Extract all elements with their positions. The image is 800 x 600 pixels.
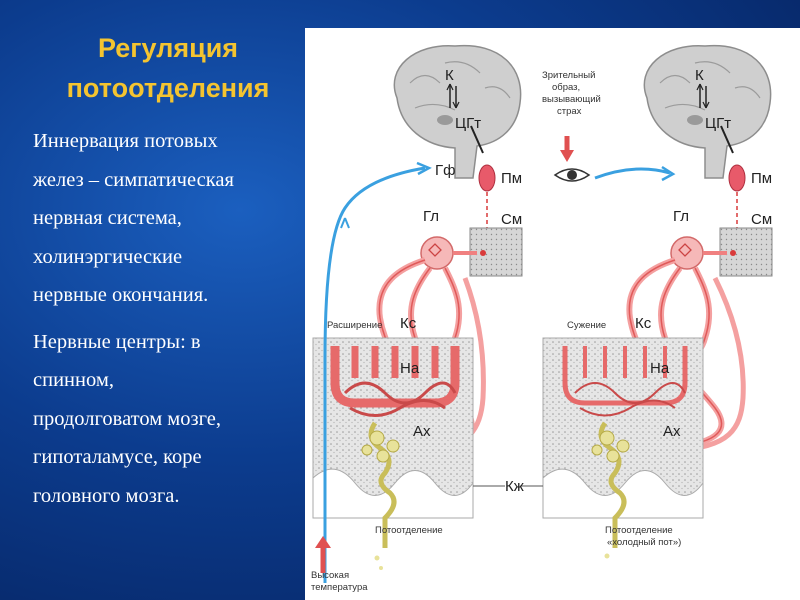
label-ks-right: Кс — [635, 315, 652, 332]
paragraph-centers: Нервные центры: в спинном, продолговатом… — [33, 323, 303, 516]
label-k-right: К — [695, 67, 704, 84]
label-na-right: На — [650, 360, 670, 377]
afferent-nerve-right — [594, 167, 671, 180]
para2-line: продолговатом мозге, — [33, 407, 221, 430]
label-pm: Пм — [501, 170, 522, 187]
para2-line: гипоталамусе, коре — [33, 446, 202, 468]
sweat-gland-right — [591, 421, 630, 559]
para2-line: спинном, — [33, 369, 114, 391]
label-constriction: Сужение — [567, 320, 606, 331]
label-gl-right: Гл — [673, 208, 689, 225]
para2-line: Нервные центры: в — [33, 330, 201, 353]
label-kzh: Кж — [505, 478, 524, 495]
para1-line: нервные окончания. — [33, 284, 209, 306]
afferent-nerve-left — [323, 166, 426, 583]
label-visual-3: вызывающий — [542, 94, 601, 105]
label-sweating-left: Потоотделение — [375, 525, 443, 536]
para1-line: холинэргические — [33, 245, 183, 268]
title-line-1: Регуляция — [97, 33, 239, 63]
label-gl: Гл — [423, 208, 439, 225]
slide-title: Регуляция потоотделения — [28, 28, 308, 108]
label-visual-4: страх — [557, 106, 582, 117]
para1-line: нервная система, — [33, 207, 182, 229]
label-cgt-right: ЦГт — [705, 115, 731, 132]
label-gf: Гф — [435, 162, 455, 179]
label-sm-right: См — [751, 211, 772, 228]
ganglion-right — [670, 236, 704, 270]
label-visual-1: Зрительный — [542, 70, 595, 81]
label-na-left: На — [400, 360, 420, 377]
label-sweating-right-1: Потоотделение — [605, 525, 673, 536]
label-high-temp-1: Высокая — [311, 570, 349, 581]
slide-body: Иннервация потовых желез – симпатическая… — [33, 122, 303, 523]
sweat-gland-left — [361, 421, 400, 570]
diagram-canvas: К ЦГт Гф Пм См Гл Расширение — [311, 44, 773, 593]
ganglion-left — [420, 236, 454, 270]
label-visual-2: образ, — [552, 82, 580, 93]
label-ah-left: Ах — [413, 423, 431, 440]
left-scheme: К ЦГт Гф Пм См Гл Расширение — [311, 44, 523, 593]
label-sweating-right-2: «холодный пот») — [607, 537, 681, 548]
label-k: К — [445, 67, 454, 84]
constricted-vessels — [562, 346, 688, 417]
label-dilation: Расширение — [327, 320, 382, 331]
label-high-temp-2: температура — [311, 582, 368, 593]
sweat-regulation-diagram: К ЦГт Гф Пм См Гл Расширение — [305, 28, 800, 600]
para1-line: Иннервация потовых — [33, 130, 218, 152]
brain-right — [643, 44, 772, 192]
brain-left — [393, 44, 522, 192]
paragraph-innervation: Иннервация потовых желез – симпатическая… — [33, 122, 303, 315]
eye-icon — [553, 168, 591, 182]
dilated-vessels — [330, 346, 460, 417]
label-ks-left: Кс — [400, 315, 417, 332]
right-scheme: К ЦГт Пм Зрительный образ, вызывающий ст… — [542, 44, 773, 559]
para1-line: желез – симпатическая — [33, 168, 234, 191]
spinal-segment-right — [719, 227, 773, 277]
label-sm: См — [501, 211, 522, 228]
label-ah-right: Ах — [663, 423, 681, 440]
spinal-segment-left — [469, 227, 523, 277]
para2-line: головного мозга. — [33, 484, 180, 507]
title-line-2: потоотделения — [66, 73, 270, 103]
label-cgt: ЦГт — [455, 115, 481, 132]
label-pm-right: Пм — [751, 170, 772, 187]
